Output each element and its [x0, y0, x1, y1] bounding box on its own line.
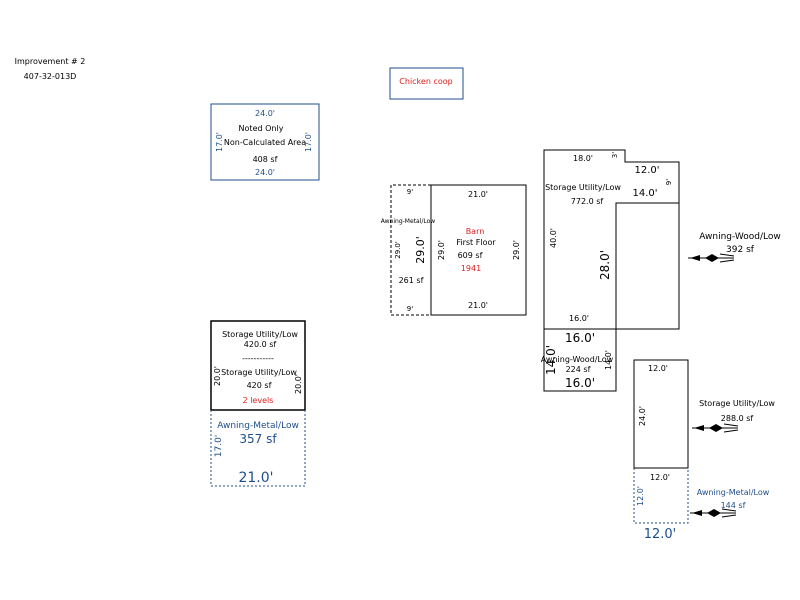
awning224-right-dim: 14.0'	[604, 350, 613, 370]
storage288-left-dim: 24.0'	[638, 406, 647, 426]
storage772-notch-top-dim: 12.0'	[634, 165, 659, 176]
awning357-left-dim: 17.0'	[214, 435, 224, 458]
barn-top-dim: 21.0'	[468, 190, 488, 199]
barn-bottom-dim: 21.0'	[468, 301, 488, 310]
barn-area: 609 sf	[458, 251, 483, 260]
storage772-notch-dim: 3'	[611, 152, 619, 158]
awning224-bottom-dim: 16.0'	[565, 376, 595, 390]
awning261-bottom-dim: 9'	[407, 305, 413, 313]
storage772-area: 772.0 sf	[571, 197, 604, 206]
noncalc-bottom-dim: 24.0'	[255, 168, 275, 177]
barn-left-dim: 29.0'	[437, 240, 446, 260]
barn[interactable]: 21.0' Barn First Floor 609 sf 1941 29.0'…	[430, 184, 527, 316]
awning-metal-357[interactable]: Awning-Metal/Low 357 sf 17.0' 21.0'	[210, 410, 306, 487]
awning392-arrow-icon	[688, 253, 735, 263]
improvement-label: Improvement # 2	[15, 57, 86, 66]
awning261-top-dim: 9'	[407, 188, 413, 196]
storage288-top-dim: 12.0'	[648, 364, 668, 373]
awning144-label: Awning-Metal/Low	[697, 488, 770, 497]
storage288-label: Storage Utility/Low	[699, 399, 775, 408]
barn-floor: First Floor	[456, 238, 496, 247]
awning392-area: 392 sf	[726, 245, 755, 255]
awning261-right-dim: 29.0'	[414, 236, 427, 264]
awning224-area: 224 sf	[566, 365, 591, 374]
noncalc-left-dim: 17.0'	[215, 132, 224, 152]
awning-metal-144[interactable]: 12.0' 12.0' 12.0'	[633, 467, 689, 542]
storage420-right-dim: 20.0'	[294, 374, 303, 394]
noncalc-line1: Noted Only	[239, 124, 284, 133]
storage772-right-small-dim: 9'	[665, 179, 673, 185]
storage420-area1: 420.0 sf	[244, 340, 277, 349]
awning224-left-dim: 14.0'	[544, 345, 558, 375]
storage-420[interactable]: Storage Utility/Low 420.0 sf -----------…	[210, 320, 306, 411]
noncalc-top-dim: 24.0'	[255, 109, 275, 118]
storage420-separator: -----------	[242, 354, 274, 363]
storage772-left-dim: 40.0'	[549, 228, 558, 248]
noncalc-right-dim: 17.0'	[304, 132, 313, 152]
awning392-label: Awning-Wood/Low	[699, 232, 781, 242]
storage420-left-dim: 20.0'	[213, 366, 222, 386]
parcel-number: 407-32-013D	[24, 72, 77, 81]
awning357-area: 357 sf	[239, 432, 277, 446]
awning357-bottom-dim: 21.0'	[238, 470, 273, 486]
awning-metal-144-callout[interactable]: Awning-Metal/Low 144 sf	[690, 488, 770, 518]
awning144-top-dim: 12.0'	[650, 473, 670, 482]
awning144-area: 144 sf	[721, 501, 746, 510]
noncalc-area-value: 408 sf	[253, 155, 278, 164]
noncalc-line2: Non-Calculated Area	[224, 138, 306, 147]
awning144-left-dim: 12.0'	[636, 486, 645, 506]
awning224-label: Awning-Wood/Low	[541, 355, 614, 364]
storage420-label2: Storage Utility/Low	[221, 368, 297, 377]
barn-right-dim: 29.0'	[512, 240, 521, 260]
chicken-coop-label: Chicken coop	[399, 77, 452, 86]
chicken-coop-box[interactable]	[389, 67, 464, 100]
awning261-left-dim: 29.0'	[394, 241, 402, 259]
storage420-levels: 2 levels	[243, 396, 274, 405]
storage772-inner-dim: 14.0'	[632, 188, 657, 199]
storage772-top-dim: 18.0'	[573, 154, 593, 163]
awning-wood-224[interactable]: 16.0' Awning-Wood/Low 224 sf 14.0' 14.0'…	[541, 328, 617, 392]
awning144-bottom-dim: 12.0'	[644, 527, 677, 542]
awning-wood-392-callout[interactable]: Awning-Wood/Low 392 sf	[688, 232, 781, 263]
storage420-area2: 420 sf	[247, 381, 272, 390]
storage-288-callout[interactable]: Storage Utility/Low 288.0 sf	[692, 399, 775, 433]
awning357-label: Awning-Metal/Low	[217, 421, 299, 431]
barn-name: Barn	[466, 227, 485, 236]
awning261-area: 261 sf	[399, 276, 424, 285]
storage288-arrow-icon	[692, 423, 739, 433]
storage772-right-dim: 28.0'	[598, 250, 612, 280]
awning144-arrow-icon	[690, 508, 737, 518]
storage288-area: 288.0 sf	[721, 414, 754, 423]
barn-year: 1941	[461, 264, 481, 273]
awning261-label: Awning-Metal/Low	[381, 218, 436, 225]
storage-288[interactable]: 12.0' 24.0'	[633, 359, 689, 469]
storage420-label1: Storage Utility/Low	[222, 330, 298, 339]
awning224-top-dim: 16.0'	[565, 331, 595, 345]
storage-772[interactable]: 18.0' 3' 12.0' 9' 14.0' Storage Utility/…	[543, 149, 680, 330]
awning-metal-261[interactable]: 9' Awning-Metal/Low 29.0' 29.0' 261 sf 9…	[381, 184, 436, 316]
storage772-label: Storage Utility/Low	[545, 183, 621, 192]
storage772-bottom-dim: 16.0'	[569, 314, 589, 323]
noncalc-area[interactable]: 24.0' Noted Only Non-Calculated Area 408…	[210, 103, 320, 181]
